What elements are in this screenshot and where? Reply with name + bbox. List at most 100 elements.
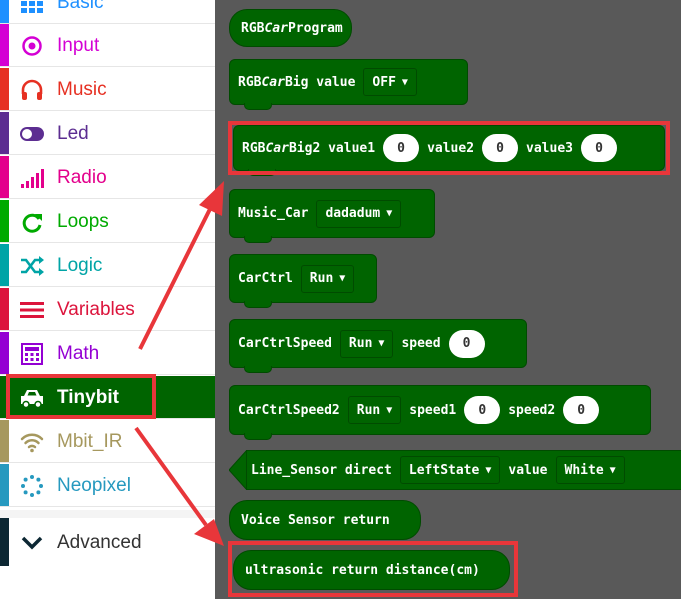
category-loops[interactable]: Loops xyxy=(0,200,215,243)
line-sensor-block-point xyxy=(229,450,247,490)
category-variables[interactable]: Variables xyxy=(0,288,215,331)
block-notch xyxy=(248,169,276,176)
block-text-car: Car xyxy=(264,20,288,36)
category-stripe xyxy=(0,464,9,506)
category-loops-label: Loops xyxy=(57,211,109,232)
category-logic-label: Logic xyxy=(57,255,103,276)
signal-bars-icon xyxy=(21,169,44,188)
block-text: value3 xyxy=(526,140,573,156)
carctrlspeed2-block[interactable]: CarCtrlSpeed2 Run ▼ speed1 0 speed2 0 xyxy=(229,385,651,440)
category-radio[interactable]: Radio xyxy=(0,156,215,199)
block-text: Big value xyxy=(284,74,356,90)
dropdown-value: Run xyxy=(348,336,373,351)
melody-dropdown[interactable]: dadadum ▼ xyxy=(316,199,402,228)
carctrl-block[interactable]: CarCtrl Run▼ xyxy=(229,254,377,308)
block-text: RGB xyxy=(241,20,265,36)
dropdown-value: Run xyxy=(356,402,381,418)
block-workspace: RGB Car Program RGB Car Big value OFF▼ R… xyxy=(215,0,681,599)
category-stripe xyxy=(0,200,9,242)
speed2-input[interactable]: 0 xyxy=(563,396,600,424)
led-state-dropdown[interactable]: OFF▼ xyxy=(363,68,417,96)
speed-input[interactable]: 0 xyxy=(448,329,485,358)
block-text: Program xyxy=(287,20,343,36)
block-text: CarCtrlSpeed xyxy=(238,336,332,351)
category-tinybit-label: Tinybit xyxy=(57,387,119,408)
category-basic-label: Basic xyxy=(57,0,104,13)
dropdown-value: dadadum xyxy=(325,206,381,221)
caret-down-icon: ▼ xyxy=(378,338,385,349)
grid-icon xyxy=(21,1,43,13)
category-neopixel-label: Neopixel xyxy=(57,475,131,496)
category-advanced[interactable]: Advanced xyxy=(0,518,215,566)
category-advanced-label: Advanced xyxy=(57,532,142,553)
category-stripe xyxy=(0,24,9,66)
line-sensor-block[interactable]: Line_Sensor direct LeftState▼ value Whit… xyxy=(246,450,681,490)
caret-down-icon: ▼ xyxy=(339,273,346,284)
rgb-car-big2-block[interactable]: RGB Car Big2 value1 0 value2 0 value3 0 xyxy=(233,125,665,176)
category-mbit-ir-label: Mbit_IR xyxy=(57,431,123,452)
voice-sensor-block[interactable]: Voice Sensor return xyxy=(229,500,421,540)
block-notch xyxy=(244,433,272,440)
block-notch xyxy=(244,366,272,373)
category-stripe xyxy=(0,288,9,330)
caret-down-icon: ▼ xyxy=(386,404,393,416)
category-led[interactable]: Led xyxy=(0,112,215,155)
caret-down-icon: ▼ xyxy=(485,464,492,476)
category-basic[interactable]: Basic xyxy=(0,0,215,24)
block-text: ultrasonic return distance(cm) xyxy=(245,562,480,578)
value3-input[interactable]: 0 xyxy=(581,134,617,162)
category-math[interactable]: Math xyxy=(0,332,215,375)
category-music[interactable]: Music xyxy=(0,68,215,111)
block-notch xyxy=(244,236,272,243)
rgb-car-program-block[interactable]: RGB Car Program xyxy=(229,9,352,47)
block-text: value2 xyxy=(427,140,475,156)
caret-down-icon: ▼ xyxy=(386,208,393,219)
line-sensor-value-dropdown[interactable]: White▼ xyxy=(555,456,625,484)
block-text: speed1 xyxy=(409,402,457,418)
refresh-icon xyxy=(22,213,42,233)
value1-input[interactable]: 0 xyxy=(383,134,420,162)
carctrlspeed-direction-dropdown[interactable]: Run ▼ xyxy=(339,329,394,358)
block-text: CarCtrl xyxy=(238,271,293,286)
line-sensor-direction-dropdown[interactable]: LeftState▼ xyxy=(399,456,501,484)
category-neopixel[interactable]: Neopixel xyxy=(0,464,215,507)
block-text: speed xyxy=(401,336,441,351)
advanced-separator xyxy=(0,510,215,518)
rgb-car-big-value-block[interactable]: RGB Car Big value OFF▼ xyxy=(229,59,468,110)
block-text-car: Car xyxy=(265,140,289,156)
category-stripe xyxy=(0,112,9,154)
speed1-input[interactable]: 0 xyxy=(464,396,501,424)
category-stripe xyxy=(0,68,9,110)
category-stripe xyxy=(0,332,9,374)
value2-input[interactable]: 0 xyxy=(482,134,519,162)
category-stripe xyxy=(0,518,9,566)
calculator-icon xyxy=(21,343,43,365)
block-text: speed2 xyxy=(508,402,556,418)
category-input[interactable]: Input xyxy=(0,24,215,67)
carctrlspeed-block[interactable]: CarCtrlSpeed Run ▼ speed 0 xyxy=(229,319,527,373)
block-text: Voice Sensor return xyxy=(241,512,390,528)
carctrl-direction-dropdown[interactable]: Run▼ xyxy=(300,264,355,293)
category-math-label: Math xyxy=(57,343,100,364)
category-tinybit[interactable]: Tinybit xyxy=(0,376,215,419)
category-mbit-ir[interactable]: Mbit_IR xyxy=(0,420,215,463)
toolbox-sidebar: Basic Input Music Led Radio Loops xyxy=(0,0,215,599)
category-stripe xyxy=(0,156,9,198)
block-text: CarCtrlSpeed2 xyxy=(238,402,340,418)
target-icon xyxy=(22,36,42,56)
category-variables-label: Variables xyxy=(57,299,135,320)
category-stripe xyxy=(0,0,9,23)
block-text: value xyxy=(508,462,548,478)
category-led-label: Led xyxy=(57,123,89,144)
caret-down-icon: ▼ xyxy=(609,464,616,476)
block-text: RGB xyxy=(242,140,266,156)
shuffle-icon xyxy=(21,256,44,276)
music-car-block[interactable]: Music_Car dadadum▼ xyxy=(229,189,435,243)
ultrasonic-block[interactable]: ultrasonic return distance(cm) xyxy=(233,550,510,590)
dropdown-value: OFF xyxy=(372,74,396,90)
carctrlspeed2-direction-dropdown[interactable]: Run ▼ xyxy=(347,396,402,424)
category-logic[interactable]: Logic xyxy=(0,244,215,287)
car-icon xyxy=(21,390,43,409)
category-radio-label: Radio xyxy=(57,167,107,188)
category-music-label: Music xyxy=(57,79,107,100)
